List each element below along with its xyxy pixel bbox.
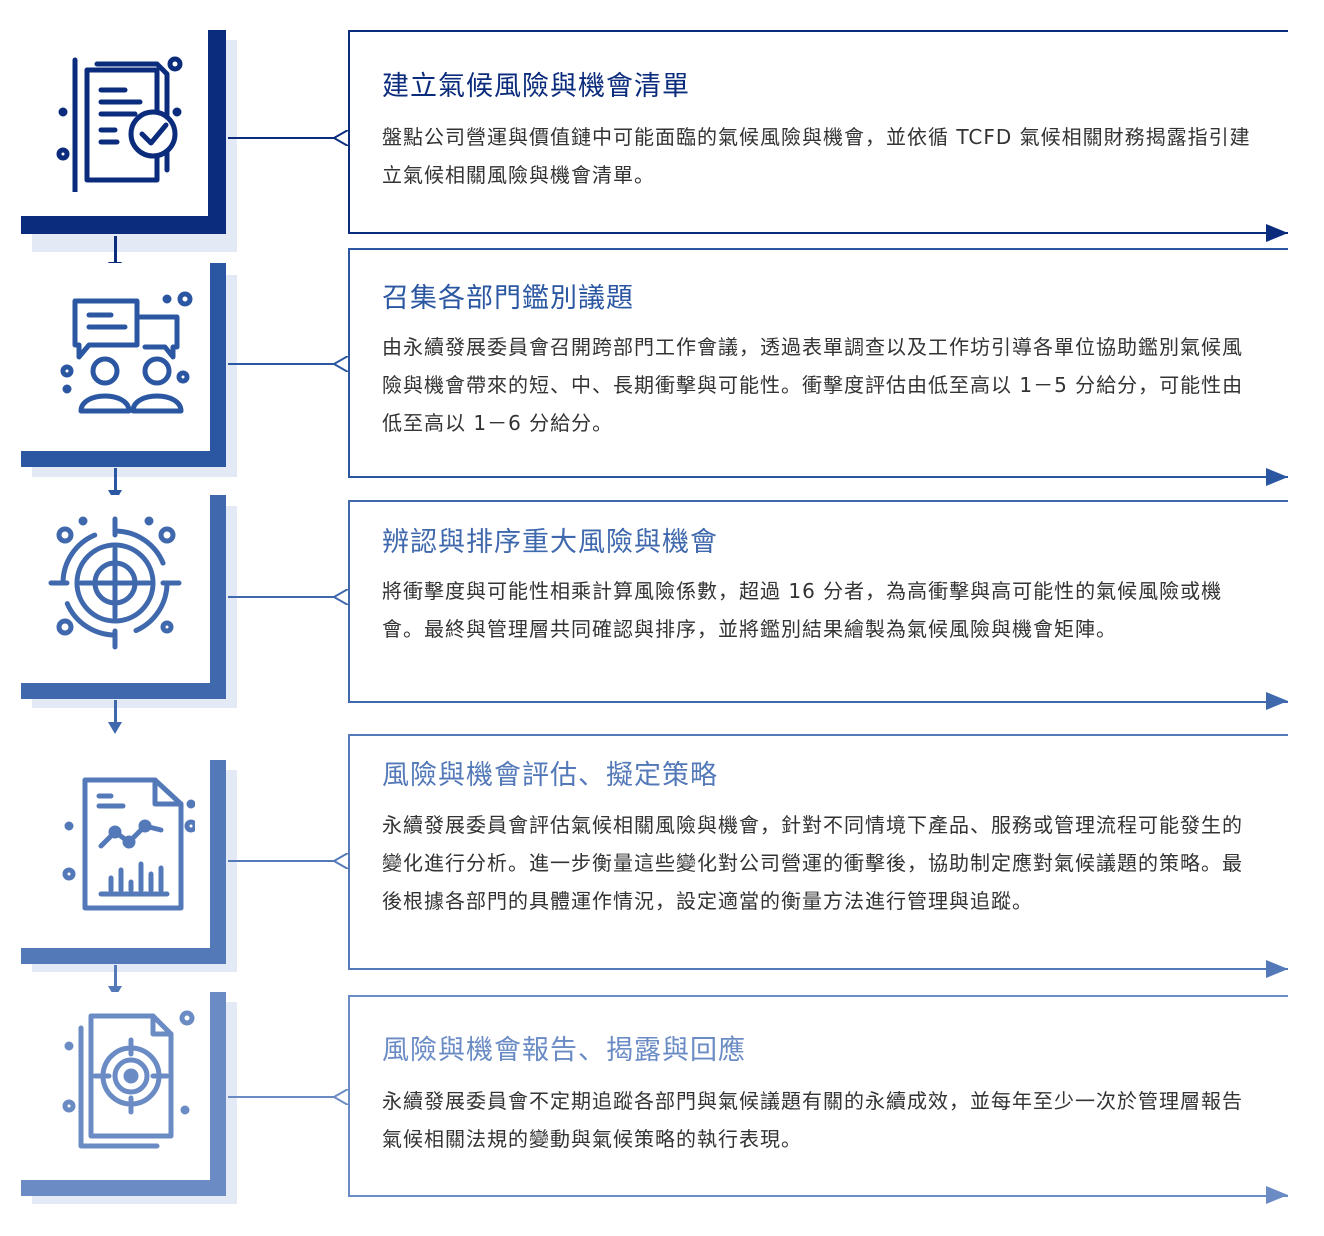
step-description: 由永續發展委員會召開跨部門工作會議，透過表單調查以及工作坊引導各單位協助鑑別氣候… [382,335,1244,435]
connector-line [228,137,346,139]
connector-line [228,363,346,365]
step-title: 風險與機會評估、擬定策略 [382,760,718,791]
down-arrow-line [114,236,117,264]
step-description: 將衝擊度與可能性相乘計算風險係數，超過 16 分者，為高衝擊與高可能性的氣候風險… [382,579,1223,641]
step-card [348,30,1288,234]
step-title: 召集各部門鑑別議題 [382,283,634,314]
discussion-people-icon [60,291,193,414]
arrow-right-icon [1266,692,1288,710]
down-arrow-line [114,700,117,724]
connector-notch [332,589,348,605]
step-title: 建立氣候風險與機會清單 [382,71,690,102]
icon-box [21,30,226,234]
icon-box [21,760,226,964]
document-target-icon [62,1010,195,1149]
target-crosshair-icon [48,516,182,650]
step-card [348,248,1288,478]
arrow-right-icon [1266,468,1288,486]
step-title: 風險與機會報告、揭露與回應 [382,1035,746,1066]
connector-notch [332,1089,348,1105]
icon-box [21,263,226,467]
connector-notch [332,356,348,372]
step-description: 永續發展委員會評估氣候相關風險與機會，針對不同情境下產品、服務或管理流程可能發生… [382,813,1243,913]
step-card [348,995,1288,1197]
connector-notch [332,853,348,869]
step-description: 永續發展委員會不定期追蹤各部門與氣候議題有關的永續成效，並每年至少一次於管理層報… [382,1089,1243,1151]
connector-notch [332,130,348,146]
step-card [348,734,1288,970]
down-arrow-line [114,965,117,987]
connector-line [228,1096,346,1098]
connector-line [228,596,346,598]
arrow-right-icon [1266,960,1288,978]
connector-line [228,860,346,862]
step-title: 辨認與排序重大風險與機會 [382,527,718,558]
icon-box [21,992,226,1196]
icon-box [21,495,226,699]
analytics-report-icon [62,777,195,911]
arrow-right-icon [1266,224,1288,242]
step-description: 盤點公司營運與價值鏈中可能面臨的氣候風險與機會，並依循 TCFD 氣候相關財務揭… [382,125,1251,187]
checklist-document-icon [56,56,183,192]
down-arrow-line [114,468,117,492]
step-card [348,500,1288,703]
arrow-right-icon [1266,1186,1288,1204]
arrow-down-icon [108,722,122,734]
